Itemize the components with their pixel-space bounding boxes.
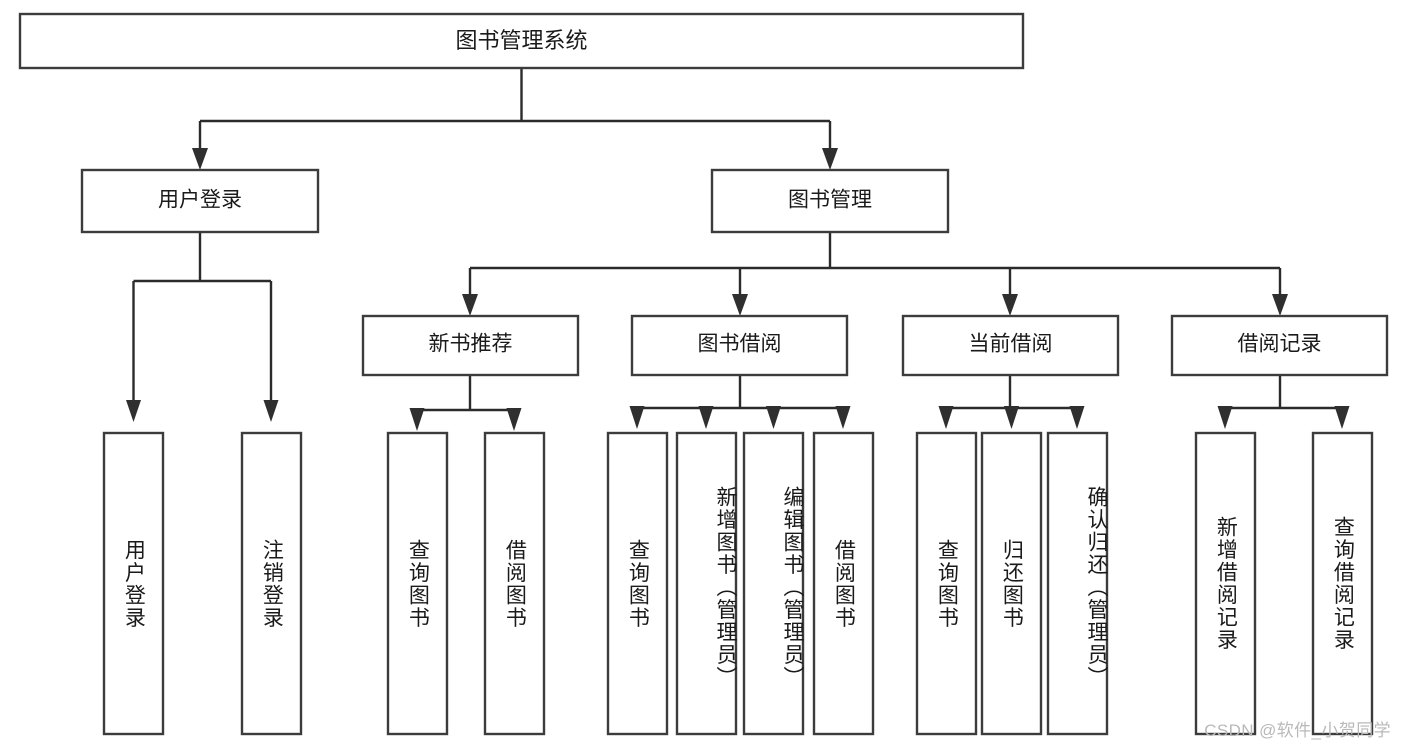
- leaf-boxes-current-borrow: [915, 431, 1109, 736]
- new-book-recommend-label: 新书推荐: [429, 333, 513, 356]
- leaf-boxes-book-borrow: [606, 431, 875, 736]
- leaf-box-current-borrow-1[interactable]: [980, 431, 1043, 736]
- leaf-box-book-borrow-1[interactable]: [675, 431, 738, 736]
- leaf-box-new-book-1[interactable]: [483, 431, 546, 736]
- node-root[interactable]: 图书管理系统: [18, 12, 1025, 70]
- new-book-recommend-box[interactable]: [361, 314, 580, 377]
- leaf-boxes-new-book-recommend: [386, 431, 546, 736]
- leaf-box-new-book-0[interactable]: [386, 431, 449, 736]
- leaf-boxes-borrow-records: [1194, 431, 1374, 736]
- book-management-label: 图书管理: [788, 189, 872, 212]
- leaf-box-book-borrow-2[interactable]: [742, 431, 805, 736]
- connectors-borrowrecords-to-leaves: [1217, 375, 1350, 429]
- borrow-records-box[interactable]: [1170, 314, 1389, 377]
- leaf-box-borrow-records-0[interactable]: [1194, 431, 1257, 736]
- book-management-box[interactable]: [710, 168, 950, 234]
- current-borrow-label: 当前借阅: [969, 333, 1053, 356]
- book-borrow-box[interactable]: [630, 314, 849, 377]
- leaf-box-book-borrow-3[interactable]: [812, 431, 875, 736]
- connectors-bookborrow-to-leaves: [629, 375, 851, 429]
- leaf-box-current-borrow-0[interactable]: [915, 431, 978, 736]
- current-borrow-box[interactable]: [901, 314, 1120, 377]
- user-login-label: 用户登录: [158, 189, 242, 212]
- node-user-login[interactable]: 用户登录: [80, 168, 320, 234]
- node-current-borrow[interactable]: 当前借阅: [901, 314, 1120, 377]
- connectors-bookmanage-to-level2: [462, 232, 1288, 316]
- root-box[interactable]: [18, 12, 1025, 70]
- node-book-management[interactable]: 图书管理: [710, 168, 950, 234]
- leaf-boxes-user-login: [102, 431, 303, 736]
- leaf-box-book-borrow-0[interactable]: [606, 431, 669, 736]
- watermark: CSDN @软件_小贺同学: [1204, 721, 1391, 740]
- connectors-userlogin-to-leaves: [126, 232, 279, 422]
- leaf-box-user-login-1[interactable]: [240, 431, 303, 736]
- borrow-records-label: 借阅记录: [1238, 333, 1322, 356]
- node-borrow-records[interactable]: 借阅记录: [1170, 314, 1389, 377]
- node-book-borrow[interactable]: 图书借阅: [630, 314, 849, 377]
- leaf-box-current-borrow-2[interactable]: [1046, 431, 1109, 736]
- node-new-book-recommend[interactable]: 新书推荐: [361, 314, 580, 377]
- connectors-newbook-to-leaves: [409, 375, 522, 431]
- root-label: 图书管理系统: [455, 28, 587, 53]
- leaf-box-borrow-records-1[interactable]: [1311, 431, 1374, 736]
- book-borrow-label: 图书借阅: [698, 333, 782, 356]
- leaf-box-user-login-0[interactable]: [102, 431, 165, 736]
- connectors-currentborrow-to-leaves: [938, 375, 1085, 429]
- connectors-root-to-level1: [192, 68, 838, 170]
- user-login-box[interactable]: [80, 168, 320, 234]
